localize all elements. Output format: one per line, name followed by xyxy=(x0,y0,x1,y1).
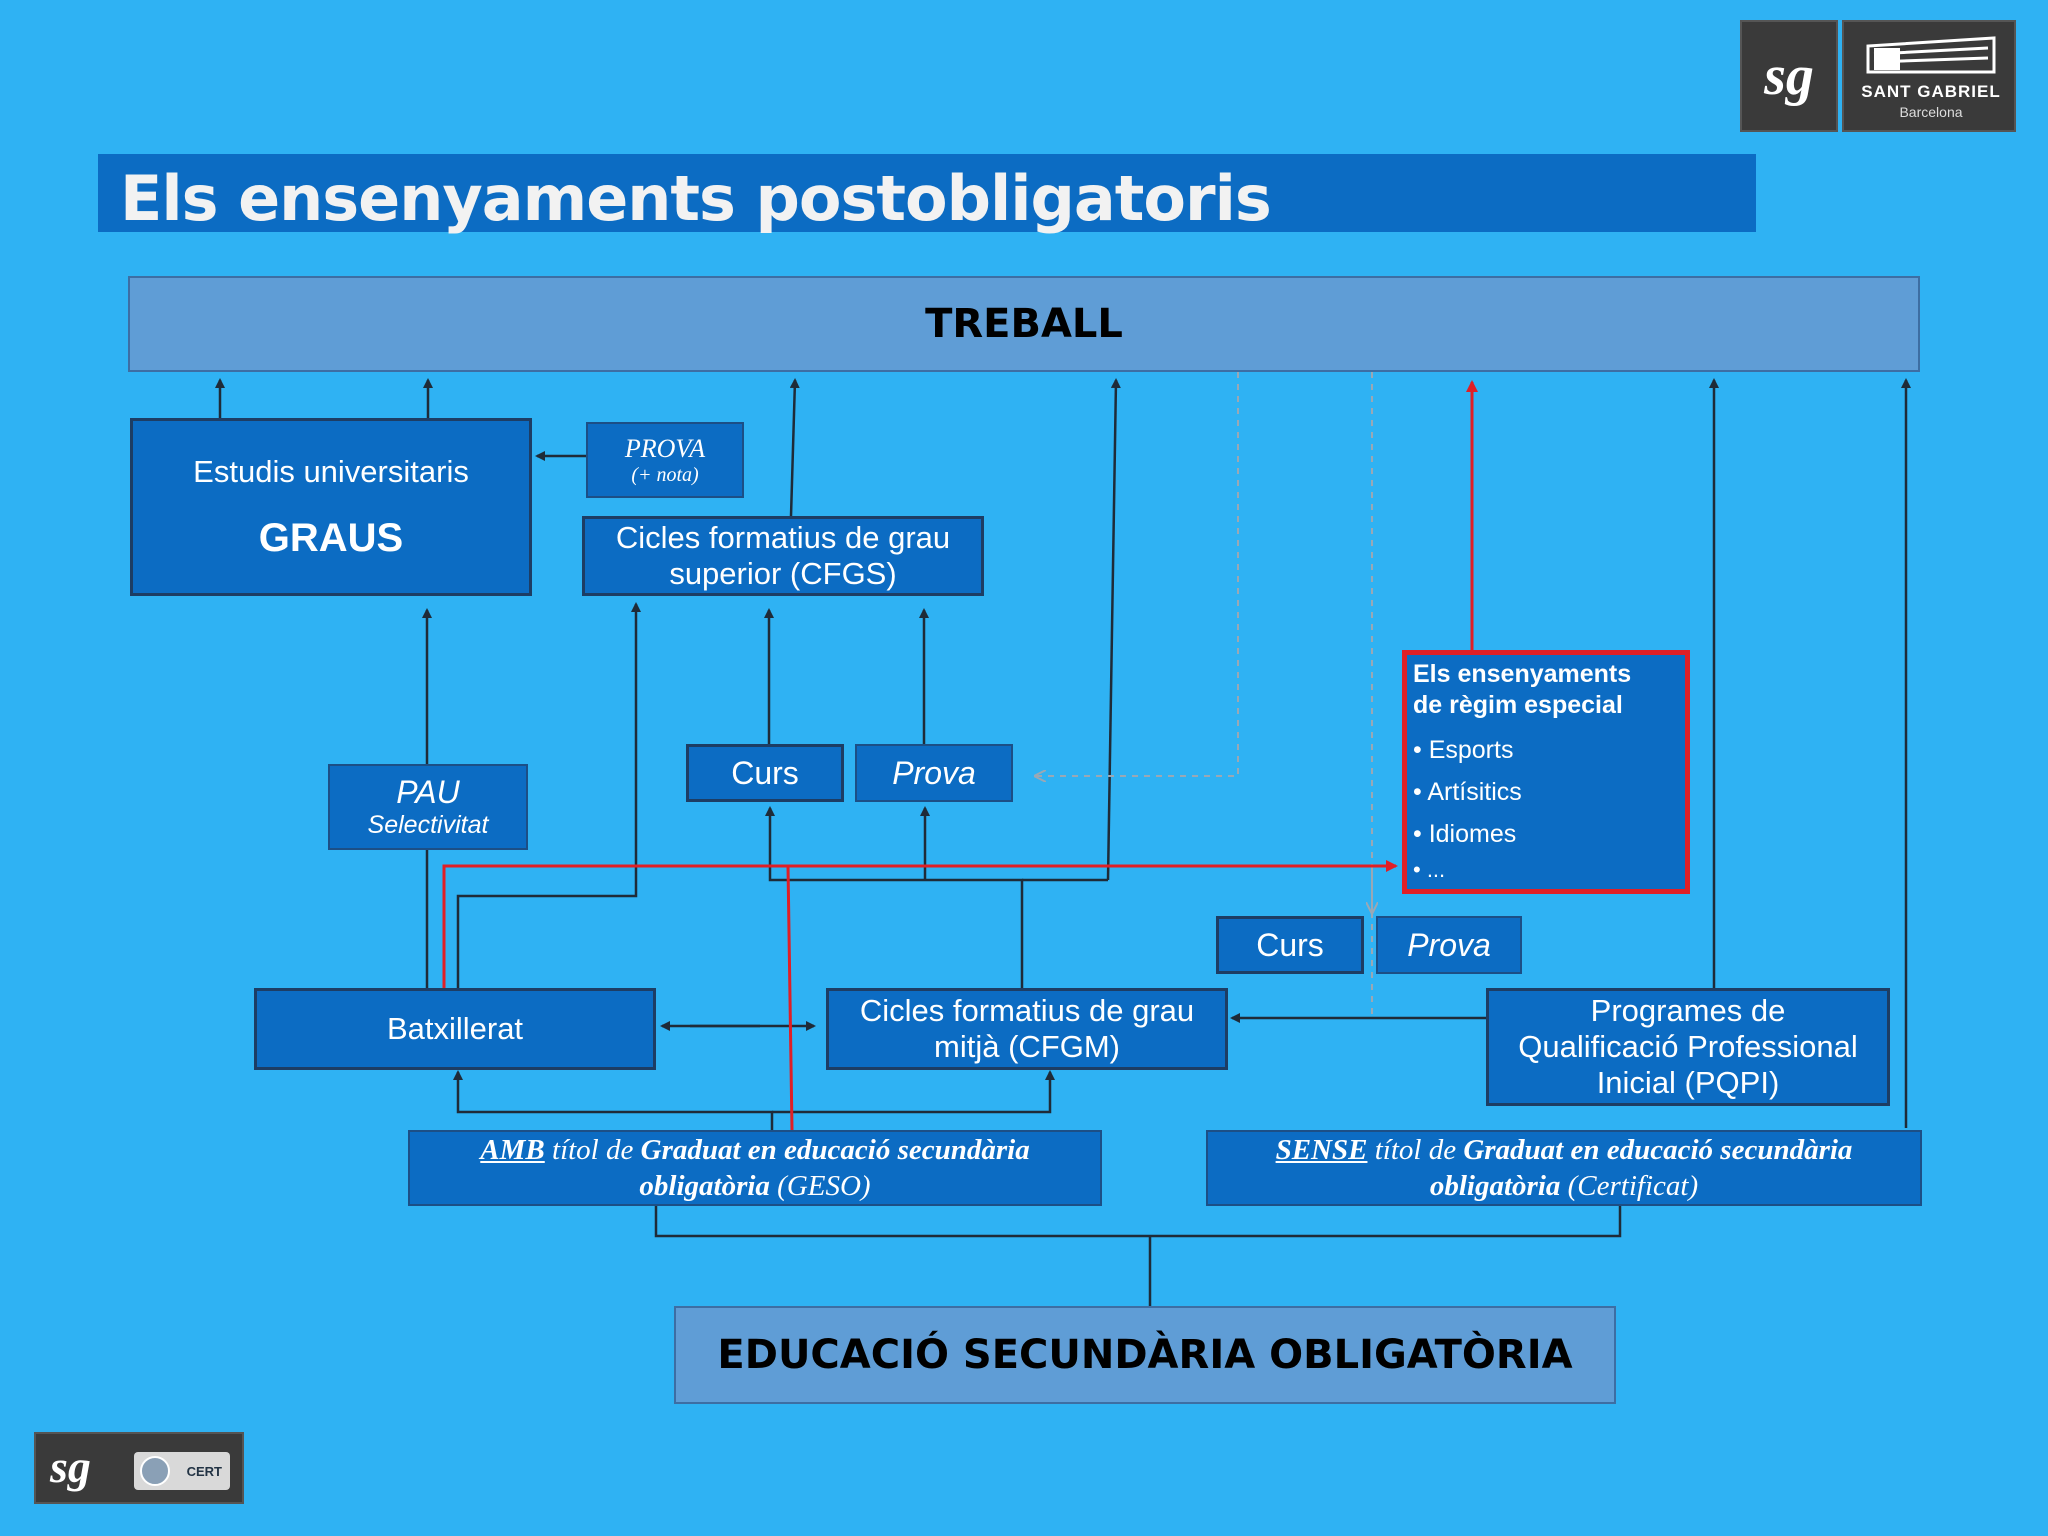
graus-line1: Estudis universitaris xyxy=(193,453,469,489)
prova-label-1: Prova xyxy=(892,754,976,791)
logo-bottom: sg CERT xyxy=(34,1432,244,1504)
prova-nota-box: PROVA (+ nota) xyxy=(586,422,744,498)
prova-box-1: Prova xyxy=(855,744,1013,802)
logo-name-tile: SANT GABRIEL Barcelona xyxy=(1842,20,2016,132)
curs-box-1: Curs xyxy=(686,744,844,802)
amb-line1: AMB títol de Graduat en educació secundà… xyxy=(480,1132,1029,1168)
prova-label-2: Prova xyxy=(1407,926,1491,963)
title-bar: Els ensenyaments postobligatoris xyxy=(98,154,1756,235)
graus-line2: GRAUS xyxy=(258,515,404,560)
pau-line1: PAU xyxy=(396,774,460,810)
prova-nota-line1: PROVA xyxy=(624,433,706,463)
logo-monogram-tile: sg xyxy=(1740,20,1838,132)
amb-bold: Graduat en educació secundària xyxy=(640,1134,1030,1166)
curs-label-2: Curs xyxy=(1256,926,1324,963)
pau-line2: Selectivitat xyxy=(367,811,489,839)
eso-label: EDUCACIÓ SECUNDÀRIA OBLIGATÒRIA xyxy=(717,1332,1573,1378)
sense-bold: Graduat en educació secundària xyxy=(1463,1134,1853,1166)
pqpi-box: Programes de Qualificació Professional I… xyxy=(1486,988,1890,1106)
sense-line2-rest: (Certificat) xyxy=(1560,1170,1699,1202)
sense-box: SENSE títol de Graduat en educació secun… xyxy=(1206,1130,1922,1206)
cfgs-box: Cicles formatius de grau superior (CFGS) xyxy=(582,516,984,596)
cfgm-line1: Cicles formatius de grau xyxy=(859,993,1195,1028)
sense-line1: SENSE títol de Graduat en educació secun… xyxy=(1276,1132,1853,1168)
logo-monogram: sg xyxy=(1764,45,1814,107)
regim-heading-1: Els ensenyaments xyxy=(1413,660,1632,688)
regim-especial-box: Els ensenyaments de règim especial • Esp… xyxy=(1402,650,1690,894)
regim-item: • Esports xyxy=(1413,736,1514,764)
cfgs-line1: Cicles formatius de grau xyxy=(615,520,951,555)
pau-box: PAU Selectivitat xyxy=(328,764,528,850)
sense-line2: obligatòria (Certificat) xyxy=(1430,1168,1698,1204)
cfgs-line2: superior (CFGS) xyxy=(669,556,897,591)
amb-mid: títol de xyxy=(544,1134,641,1166)
curs-box-2: Curs xyxy=(1216,916,1364,974)
page-title: Els ensenyaments postobligatoris xyxy=(120,162,1272,235)
graus-box: Estudis universitaris GRAUS xyxy=(130,418,532,596)
logo-city: Barcelona xyxy=(1899,104,1963,120)
cfgm-line2: mitjà (CFGM) xyxy=(934,1029,1120,1064)
sense-line2-bold: obligatòria xyxy=(1429,1170,1561,1202)
amb-line2-rest: (GESO) xyxy=(769,1170,871,1202)
pqpi-line1: Programes de xyxy=(1590,993,1786,1028)
amb-line2: obligatòria (GESO) xyxy=(639,1168,870,1204)
building-icon xyxy=(1866,36,1996,74)
treball-band: TREBALL xyxy=(128,276,1920,372)
amb-prefix: AMB xyxy=(480,1134,545,1166)
cert-seal-icon: CERT xyxy=(134,1452,230,1490)
seal-circle xyxy=(140,1456,170,1486)
batxillerat-box: Batxillerat xyxy=(254,988,656,1070)
amb-line2-bold: obligatòria xyxy=(639,1170,770,1202)
prova-nota-line2: (+ nota) xyxy=(631,463,699,486)
regim-heading-2: de règim especial xyxy=(1413,691,1623,719)
batxillerat-label: Batxillerat xyxy=(386,1011,524,1046)
amb-box: AMB títol de Graduat en educació secundà… xyxy=(408,1130,1102,1206)
pqpi-line3: Inicial (PQPI) xyxy=(1596,1065,1780,1100)
cfgm-box: Cicles formatius de grau mitjà (CFGM) xyxy=(826,988,1228,1070)
logo-top: sg SANT GABRIEL Barcelona xyxy=(1740,20,2016,132)
treball-label: TREBALL xyxy=(925,301,1123,347)
pqpi-line2: Qualificació Professional xyxy=(1518,1029,1858,1064)
regim-item: • Artísitics xyxy=(1413,778,1522,806)
logo-name: SANT GABRIEL xyxy=(1861,82,2001,101)
regim-item: • Idiomes xyxy=(1413,820,1517,848)
sense-prefix: SENSE xyxy=(1275,1134,1368,1166)
sense-mid: títol de xyxy=(1367,1134,1464,1166)
eso-band: EDUCACIÓ SECUNDÀRIA OBLIGATÒRIA xyxy=(674,1306,1616,1404)
logo-bottom-monogram: sg xyxy=(50,1441,91,1492)
regim-item: • ... xyxy=(1413,857,1446,882)
prova-box-2: Prova xyxy=(1376,916,1522,974)
curs-label-1: Curs xyxy=(731,754,799,791)
cert-label: CERT xyxy=(186,1463,222,1479)
